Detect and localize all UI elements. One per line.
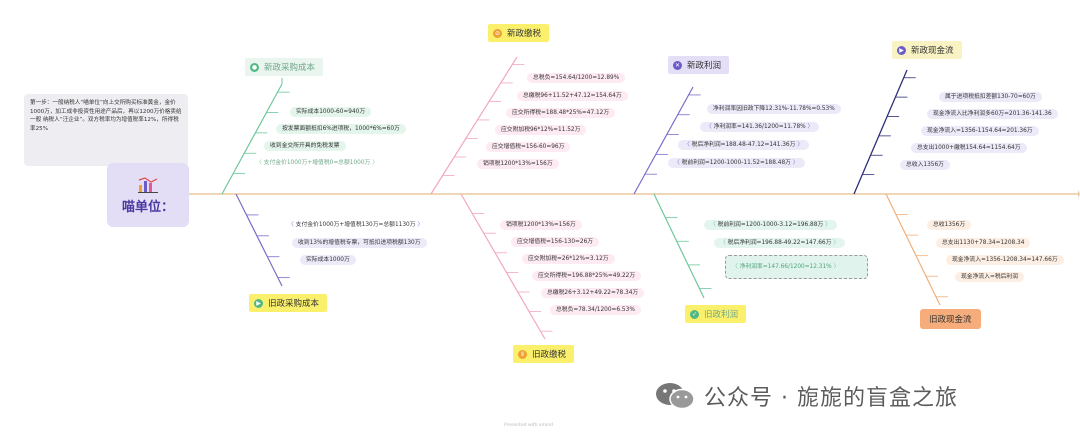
play-circle-icon: ▶ xyxy=(254,298,263,308)
topic-new-profit-label: 新政利润 xyxy=(687,61,722,71)
old-cash-item: 总收1356万 xyxy=(927,220,972,230)
new-profit-item: 〈 净利润率=141.36/1200=11.78% 〉 xyxy=(700,122,820,132)
old-tax-item: 销项税1200*13%=156万 xyxy=(500,220,582,230)
new-tax-item: 总缴税96+11.52+47.12=154.64万 xyxy=(517,91,628,101)
topic-new-purchase-label: 新政采购成本 xyxy=(264,63,316,73)
old-cash-item: 总支出1130+78.34=1208.34 xyxy=(936,238,1031,248)
old-purchase-item: 实际成本1000万 xyxy=(300,255,356,265)
topic-new-tax[interactable]: ⊘ 新政缴税 xyxy=(488,24,550,42)
ban-circle-icon: ⊘ xyxy=(493,28,502,38)
new-purchase-item: 收到金交所开具的免税发票 xyxy=(264,141,346,151)
new-cash-item: 属于进项税抵扣差额130-70=60万 xyxy=(939,92,1042,102)
topic-old-purchase-label: 旧政采购成本 xyxy=(268,299,320,309)
topic-old-tax-label: 旧政缴税 xyxy=(532,350,567,360)
check-circle-icon: ✓ xyxy=(690,309,699,319)
old-purchase-item: 〈 支付金价1000万+增值税130万=总额1130万 〉 xyxy=(288,222,424,228)
new-purchase-item: 按发票面额抵扣6%进项税，1000*6%=60万 xyxy=(276,124,406,134)
wechat-icon xyxy=(656,383,695,410)
old-tax-item: 应交所得税=196.88*25%=49.22万 xyxy=(532,271,642,281)
topic-old-profit-label: 旧政利润 xyxy=(704,310,739,320)
topic-new-cash-label: 新政现金流 xyxy=(911,46,954,56)
new-cash-item: 总收入1356万 xyxy=(900,160,950,170)
new-purchase-item: 〈 支付金价1000万+增值税0=总额1000万 〉 xyxy=(256,160,378,166)
new-profit-item: 净利润率因旧政下降12.31%-11.78%=0.53% xyxy=(707,104,841,114)
watermark-text: 公众号 · 旎旎的盲盒之旅 xyxy=(704,386,958,411)
old-profit-item-highlight: 〈 净利润率=147.66/1200=12.31% 〉 xyxy=(725,255,868,279)
topic-old-purchase[interactable]: ▶ 旧政采购成本 xyxy=(249,294,328,312)
topic-new-profit[interactable]: ✕ 新政利润 xyxy=(668,56,730,74)
topic-new-purchase[interactable]: ● 新政采购成本 xyxy=(245,58,324,76)
root-label: 喵单位： xyxy=(121,199,174,215)
new-profit-item: 〈 税后净利润=188.48-47.12=141.36万 〉 xyxy=(678,140,810,150)
old-tax-item: 应交增值税=156-130=26万 xyxy=(511,237,600,247)
old-purchase-item: 收到13%的增值税专票，可抵扣进项税额130万 xyxy=(292,238,427,248)
old-cash-item: 现金净流入=税后利润 xyxy=(955,272,1025,282)
root-topic[interactable]: 喵单位： xyxy=(107,163,189,227)
old-profit-item: 〈 税后净利润=196.88-49.22=147.66万 〉 xyxy=(714,238,846,248)
old-tax-item: 总缴税26+3.12+49.22=78.34万 xyxy=(541,288,645,298)
new-tax-item: 销项税1200*13%=156万 xyxy=(477,159,559,169)
new-purchase-item: 实际成本1000-60=940万 xyxy=(290,107,372,117)
old-cash-item: 现金净流入=1356-1208.34=147.66万 xyxy=(946,255,1064,265)
topic-new-tax-label: 新政缴税 xyxy=(507,29,542,39)
new-cash-item: 现金净流入=1356-1154.64=201.36万 xyxy=(921,126,1039,136)
pause-circle-icon: Ⅱ xyxy=(518,349,527,359)
old-tax-item: 应交附加税=26*12%=3.12万 xyxy=(522,254,615,264)
old-profit-item: 〈 税前利润=1200-1000-3.12=196.88万 〉 xyxy=(704,220,837,230)
topic-old-tax[interactable]: Ⅱ 旧政缴税 xyxy=(513,345,575,363)
footer-credit: Presented with xmind xyxy=(504,423,553,428)
watermark: 公众号 · 旎旎的盲盒之旅 xyxy=(654,380,958,412)
new-cash-item: 现金净流入比净利润多60万=201.36-141.36 xyxy=(927,109,1058,119)
topic-old-profit[interactable]: ✓ 旧政利润 xyxy=(685,305,747,323)
new-tax-item: 应交所得税=188.48*25%=47.12万 xyxy=(506,108,616,118)
new-tax-item: 总税负=154.64/1200=12.89% xyxy=(527,73,626,83)
new-tax-item: 应交附加税96*12%=11.52万 xyxy=(495,125,587,135)
play-circle-icon: ▶ xyxy=(897,45,906,55)
intro-note: 第一步：一般纳税人“喵单位”向上交所购买标准黄金，金价1000万，加工成非投资性… xyxy=(24,94,188,166)
old-tax-item: 总税负=78.34/1200=6.53% xyxy=(550,305,641,315)
topic-old-cash[interactable]: 旧政现金流 xyxy=(920,309,981,329)
close-circle-icon: ✕ xyxy=(673,60,682,70)
new-tax-item: 应交增值税=156-60=96万 xyxy=(486,142,571,152)
topic-new-cash[interactable]: ▶ 新政现金流 xyxy=(892,41,962,59)
person-circle-icon: ● xyxy=(250,62,259,72)
bar-chart-icon xyxy=(138,176,158,193)
new-cash-item: 总支出1000+缴税154.64=1154.64万 xyxy=(911,143,1027,153)
topic-old-cash-label: 旧政现金流 xyxy=(929,315,972,325)
new-profit-item: 〈 税前利润=1200-1000-11.52=188.48万 〉 xyxy=(668,158,805,168)
